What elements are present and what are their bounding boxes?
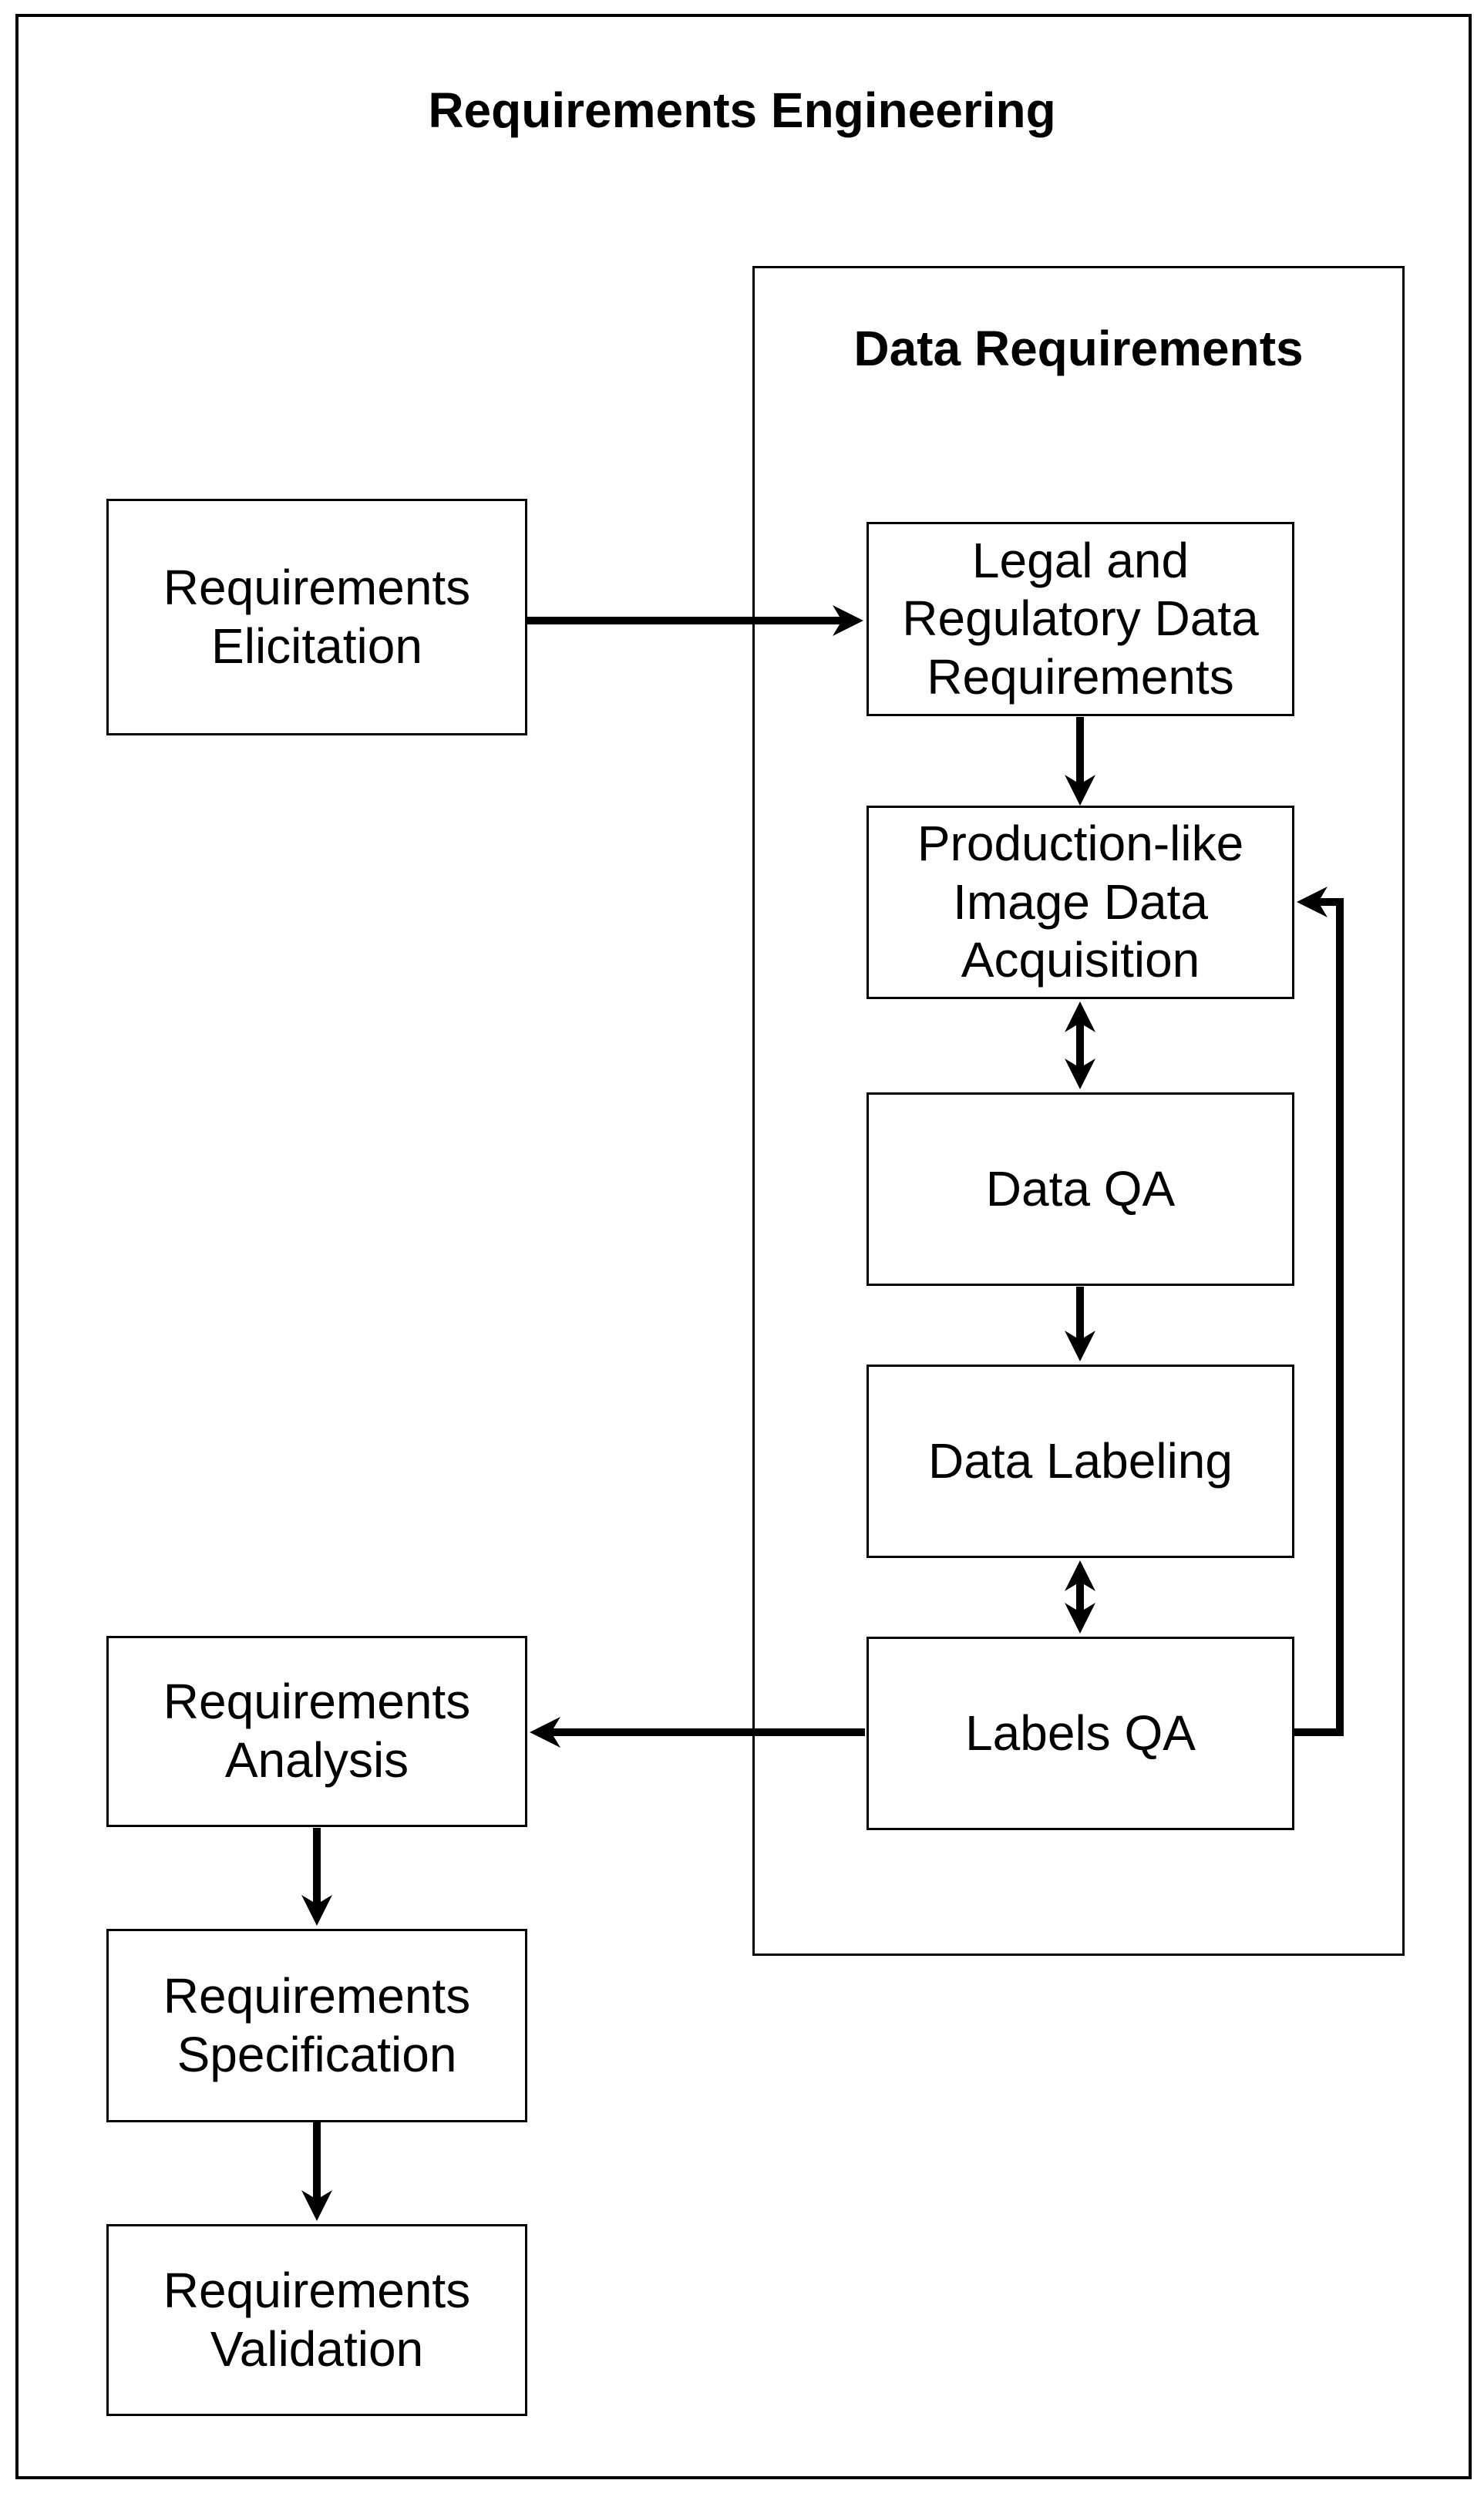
node-requirements-validation: Requirements Validation [106, 2224, 527, 2416]
figure-border [15, 14, 1472, 2479]
node-labels-qa: Labels QA [867, 1637, 1294, 1830]
node-legal-regulatory-data-requirements: Legal and Regulatory Data Requirements [867, 522, 1294, 716]
diagram-title: Requirements Engineering [428, 82, 1056, 138]
data-requirements-group-title: Data Requirements [853, 321, 1304, 376]
node-requirements-specification: Requirements Specification [106, 1929, 527, 2122]
data-requirements-group [752, 266, 1405, 1956]
node-requirements-analysis: Requirements Analysis [106, 1636, 527, 1827]
node-production-like-image-data-acquisition: Production-like Image Data Acquisition [867, 806, 1294, 999]
node-data-qa: Data QA [867, 1092, 1294, 1286]
node-requirements-elicitation: Requirements Elicitation [106, 499, 527, 735]
node-data-labeling: Data Labeling [867, 1365, 1294, 1558]
